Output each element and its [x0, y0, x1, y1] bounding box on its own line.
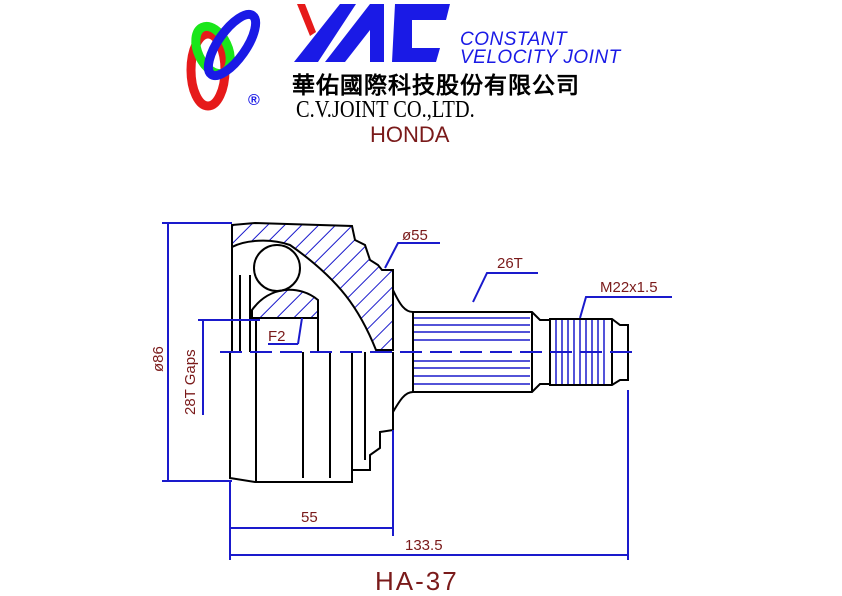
part-number: HA-37	[375, 566, 459, 596]
rings-logo-icon	[186, 9, 261, 111]
tagline-line1: CONSTANT	[460, 29, 568, 50]
housing-section	[231, 221, 394, 351]
total-length-label: 133.5	[405, 537, 443, 554]
abs-gaps-label: 28T Gaps	[182, 349, 199, 415]
spline-label: 26T	[497, 255, 523, 272]
outer-diameter-label: ø86	[150, 346, 167, 372]
inner-race	[251, 288, 319, 319]
boot-diameter-label: ø55	[402, 227, 428, 244]
company-english: C.V.JOINT CO.,LTD.	[296, 97, 475, 123]
spline-lines	[414, 317, 605, 385]
tagline-line2: VELOCITY JOINT	[460, 47, 621, 68]
company-chinese: 華佑國際科技股份有限公司	[292, 72, 580, 99]
seal-label: F2	[268, 328, 286, 345]
ball	[253, 244, 301, 292]
make-label: HONDA	[370, 122, 450, 147]
thread-label: M22x1.5	[600, 279, 658, 296]
registered-mark: ®	[248, 92, 260, 109]
yac-wordmark-icon	[294, 4, 450, 62]
housing-length-label: 55	[301, 509, 318, 526]
